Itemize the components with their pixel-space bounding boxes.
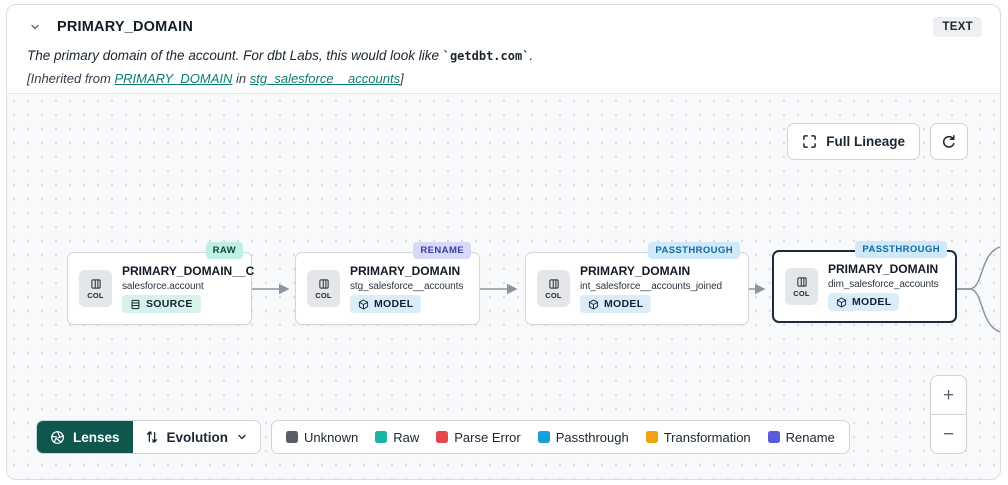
legend-item: Raw (375, 430, 419, 445)
evolution-badge: PASSTHROUGH (648, 242, 740, 259)
column-title: PRIMARY_DOMAIN (57, 19, 193, 35)
lineage-node-selected[interactable]: PASSTHROUGH COL PRIMARY_DOMAIN dim_sales… (772, 241, 957, 323)
columns-icon (548, 278, 559, 289)
column-chip: COL (79, 270, 112, 307)
collapse-chevron-icon[interactable] (27, 19, 43, 35)
legend-item: Transformation (645, 430, 751, 445)
legend-item: Parse Error (436, 430, 521, 445)
legend-swatch (375, 431, 388, 443)
legend-swatch (537, 431, 550, 443)
legend-swatch (767, 431, 780, 443)
legend: Unknown Raw Parse Error Passthrough Tran… (271, 420, 850, 454)
lenses-button[interactable]: Lenses (37, 421, 133, 453)
legend-item: Unknown (286, 430, 358, 445)
legend-item: Passthrough (537, 430, 629, 445)
columns-icon (318, 278, 329, 289)
aperture-icon (51, 430, 64, 444)
zoom-out-button[interactable]: − (931, 415, 966, 453)
lineage-edges (252, 246, 1000, 333)
expand-icon (803, 135, 817, 148)
legend-swatch (436, 431, 449, 443)
legend-swatch (645, 431, 658, 443)
legend-item: Rename (767, 430, 835, 445)
inline-code: `getdbt.com` (442, 49, 530, 63)
column-chip: COL (307, 270, 340, 307)
evolution-icon (146, 431, 157, 443)
zoom-in-button[interactable]: + (931, 376, 966, 414)
chevron-down-icon (238, 434, 246, 440)
column-description: The primary domain of the account. For d… (27, 48, 534, 63)
model-icon (836, 297, 847, 307)
lineage-node[interactable]: RENAME COL PRIMARY_DOMAIN stg_salesforce… (295, 242, 480, 325)
inherited-column-link[interactable]: PRIMARY_DOMAIN (114, 71, 233, 86)
model-icon (358, 299, 369, 309)
refresh-icon (942, 134, 955, 148)
evolution-badge: RAW (205, 242, 243, 259)
resource-type-badge: MODEL (350, 295, 422, 313)
node-column-name: PRIMARY_DOMAIN (580, 264, 691, 278)
resource-type-badge: MODEL (580, 295, 652, 313)
node-column-name: PRIMARY_DOMAIN (828, 262, 939, 276)
lens-toolbar: Lenses Evolution Unknown Raw Parse Error… (36, 420, 850, 454)
node-model-name: stg_salesforce__accounts (350, 281, 464, 292)
node-column-name: PRIMARY_DOMAIN__C (122, 264, 255, 278)
model-icon (588, 299, 599, 309)
inherited-model-link[interactable]: stg_salesforce__accounts (249, 71, 401, 86)
columns-icon (90, 278, 101, 289)
full-lineage-button[interactable]: Full Lineage (787, 123, 920, 160)
lineage-panel: PRIMARY_DOMAIN TEXT The primary domain o… (6, 4, 1001, 480)
zoom-controls: + − (930, 375, 967, 454)
resource-type-badge: SOURCE (122, 295, 201, 313)
lens-selector[interactable]: Evolution (132, 421, 261, 453)
node-column-name: PRIMARY_DOMAIN (350, 264, 461, 278)
columns-icon (796, 276, 807, 287)
column-chip: COL (785, 268, 818, 305)
refresh-button[interactable] (930, 123, 968, 160)
resource-type-badge: MODEL (828, 293, 900, 311)
evolution-badge: PASSTHROUGH (855, 241, 947, 258)
inherited-note: [Inherited from PRIMARY_DOMAIN in stg_sa… (27, 71, 404, 86)
panel-header: PRIMARY_DOMAIN TEXT The primary domain o… (7, 5, 1000, 86)
legend-swatch (286, 431, 299, 443)
column-chip: COL (537, 270, 570, 307)
node-model-name: salesforce.account (122, 281, 204, 292)
lineage-node[interactable]: RAW COL PRIMARY_DOMAIN__C salesforce.acc… (67, 242, 255, 325)
node-model-name: int_salesforce__accounts_joined (580, 281, 722, 292)
edge-fork-top (957, 246, 1000, 290)
node-model-name: dim_salesforce_accounts (828, 279, 939, 290)
evolution-badge: RENAME (413, 242, 471, 259)
lineage-canvas[interactable]: Full Lineage RAW COL PRIMARY_DOMAIN__C s… (7, 93, 1000, 479)
divider (931, 414, 966, 415)
column-type-badge: TEXT (933, 17, 982, 37)
edge-fork-bottom (957, 288, 1000, 333)
source-icon (131, 299, 140, 309)
lineage-node[interactable]: PASSTHROUGH COL PRIMARY_DOMAIN int_sales… (525, 242, 749, 325)
